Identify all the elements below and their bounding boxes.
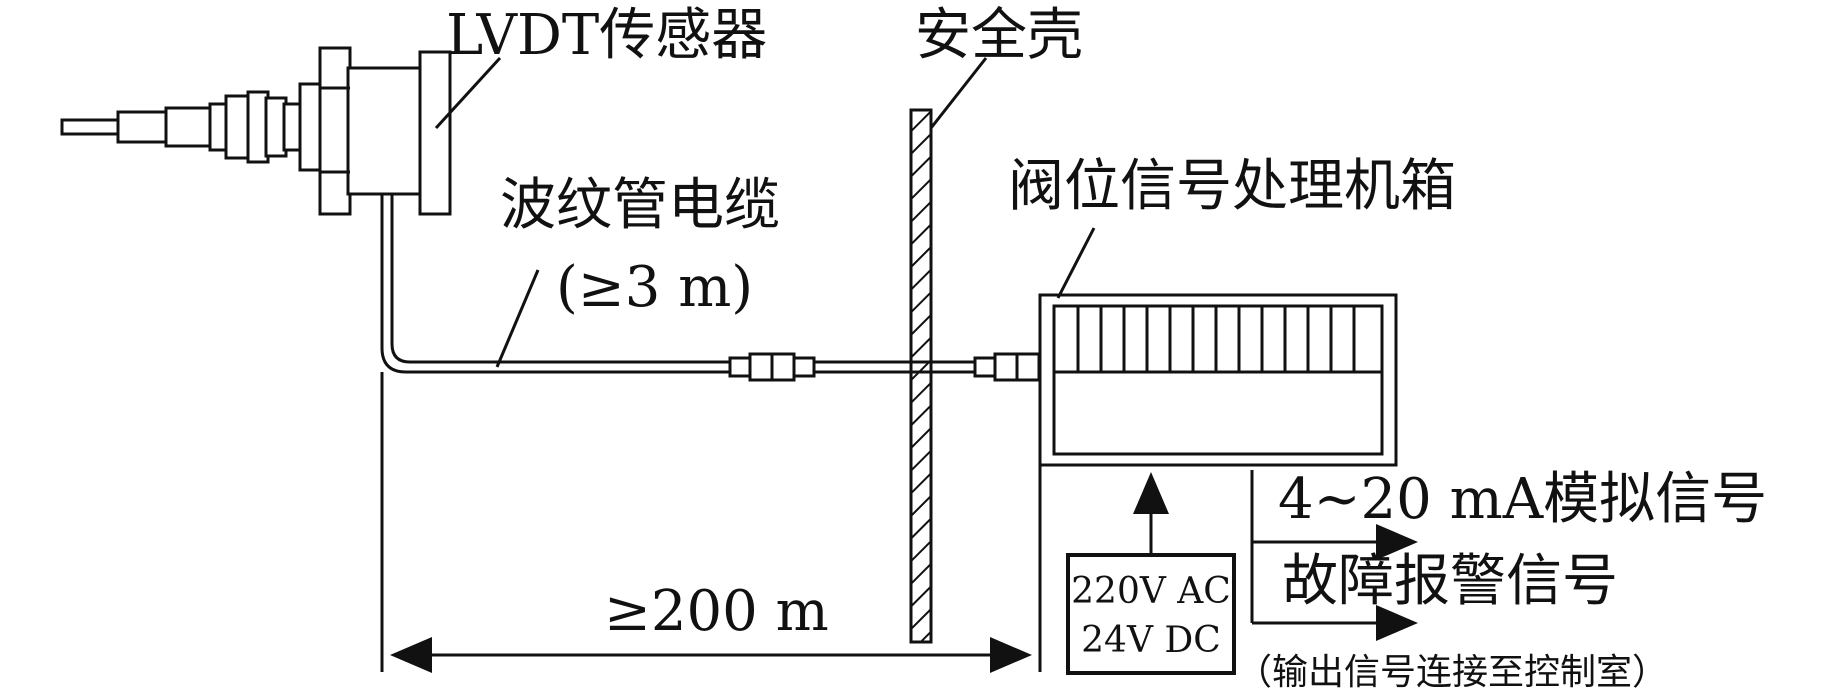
processing-chassis-label: 阀位信号处理机箱	[1008, 154, 1456, 219]
safety-shell-wall	[909, 108, 933, 644]
distance-dimension	[380, 372, 1042, 673]
sensor-flange-right	[418, 50, 452, 216]
lvdt-sensor-label: LVDT传感器	[446, 3, 767, 68]
output-note-label: （输出信号连接至控制室）	[1236, 652, 1668, 691]
probe-tip	[60, 118, 122, 136]
probe-rod	[116, 110, 170, 144]
chassis-leader	[1056, 227, 1096, 299]
power-dc-label: 24V DC	[1081, 620, 1221, 661]
bellows-cable	[380, 194, 1057, 382]
shell-leader	[929, 57, 988, 129]
bellows-cable-label: 波纹管电缆	[500, 173, 780, 238]
cable-length-label: (≥3 m)	[556, 255, 753, 320]
processing-chassis	[1038, 293, 1398, 467]
power-ac-label: 220V AC	[1071, 571, 1231, 612]
distance-label: ≥200 m	[604, 579, 829, 644]
output-signals	[1250, 470, 1418, 641]
safety-shell-label: 安全壳	[915, 3, 1083, 68]
lvdt-leader	[434, 56, 502, 130]
sensor-body	[346, 66, 424, 196]
fault-alarm-signal-label: 故障报警信号	[1282, 549, 1618, 614]
cable-leader	[495, 269, 540, 368]
power-supply-box: 220V AC 24V DC	[1066, 472, 1236, 675]
chassis-inner	[1052, 304, 1384, 456]
analog-signal-label: 4~20 mA模拟信号	[1278, 467, 1767, 532]
lvdt-sensor	[60, 46, 452, 216]
leader-lines	[434, 56, 1096, 368]
sensor-flange-left	[318, 46, 352, 216]
